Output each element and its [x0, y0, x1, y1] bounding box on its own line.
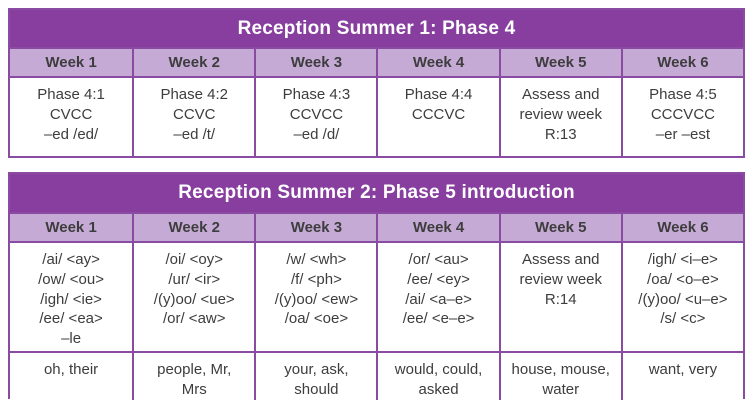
phase5-week5-words-cell: house, mouse, water [498, 351, 621, 400]
phase5-gpc-row: /ai/ <ay> /ow/ <ou> /igh/ <ie> /ee/ <ea>… [10, 243, 743, 351]
phase5-week3-header: Week 3 [254, 212, 377, 243]
phase4-week3-cell: Phase 4:3 CCVCC –ed /d/ [254, 78, 377, 156]
phase5-week1-words-cell: oh, their [10, 351, 133, 400]
phase5-table: Reception Summer 2: Phase 5 introduction… [8, 172, 745, 400]
phase4-week1-header: Week 1 [10, 47, 133, 78]
phase5-week5-header: Week 5 [498, 212, 621, 243]
phase5-week-header-row: Week 1 Week 2 Week 3 Week 4 Week 5 Week … [10, 212, 743, 243]
phase5-table-title: Reception Summer 2: Phase 5 introduction [10, 174, 743, 212]
phase5-week5-gpc-cell: Assess and review week R:14 [498, 243, 621, 351]
phase5-week1-header: Week 1 [10, 212, 133, 243]
phase5-week6-header: Week 6 [620, 212, 743, 243]
phase5-week3-gpc-cell: /w/ <wh> /f/ <ph> /(y)oo/ <ew> /oa/ <oe> [254, 243, 377, 351]
phase4-table: Reception Summer 1: Phase 4 Week 1 Week … [8, 8, 745, 158]
phase5-week2-header: Week 2 [132, 212, 255, 243]
phase5-week6-words-cell: want, very [620, 351, 743, 400]
phase4-week-header-row: Week 1 Week 2 Week 3 Week 4 Week 5 Week … [10, 47, 743, 78]
phase4-week3-header: Week 3 [254, 47, 377, 78]
phase5-tricky-words-row: oh, their people, Mr, Mrs your, ask, sho… [10, 351, 743, 400]
phase4-week6-cell: Phase 4:5 CCCVCC –er –est [620, 78, 743, 156]
phase4-week5-header: Week 5 [498, 47, 621, 78]
phase5-week6-gpc-cell: /igh/ <i–e> /oa/ <o–e> /(y)oo/ <u–e> /s/… [620, 243, 743, 351]
phase5-week4-gpc-cell: /or/ <au> /ee/ <ey> /ai/ <a–e> /ee/ <e–e… [376, 243, 499, 351]
phase5-week1-gpc-cell: /ai/ <ay> /ow/ <ou> /igh/ <ie> /ee/ <ea>… [10, 243, 133, 351]
phase5-week2-gpc-cell: /oi/ <oy> /ur/ <ir> /(y)oo/ <ue> /or/ <a… [132, 243, 255, 351]
phase4-week2-header: Week 2 [132, 47, 255, 78]
phase4-week4-cell: Phase 4:4 CCCVC [376, 78, 499, 156]
phase4-week2-cell: Phase 4:2 CCVC –ed /t/ [132, 78, 255, 156]
phase4-week4-header: Week 4 [376, 47, 499, 78]
phase5-week4-header: Week 4 [376, 212, 499, 243]
phase5-week3-words-cell: your, ask, should [254, 351, 377, 400]
phase4-week5-cell: Assess and review week R:13 [498, 78, 621, 156]
phase4-table-title: Reception Summer 1: Phase 4 [10, 10, 743, 47]
phase4-content-row: Phase 4:1 CVCC –ed /ed/ Phase 4:2 CCVC –… [10, 78, 743, 156]
phase4-week6-header: Week 6 [620, 47, 743, 78]
phase4-week1-cell: Phase 4:1 CVCC –ed /ed/ [10, 78, 133, 156]
phase5-week2-words-cell: people, Mr, Mrs [132, 351, 255, 400]
phase5-week4-words-cell: would, could, asked [376, 351, 499, 400]
